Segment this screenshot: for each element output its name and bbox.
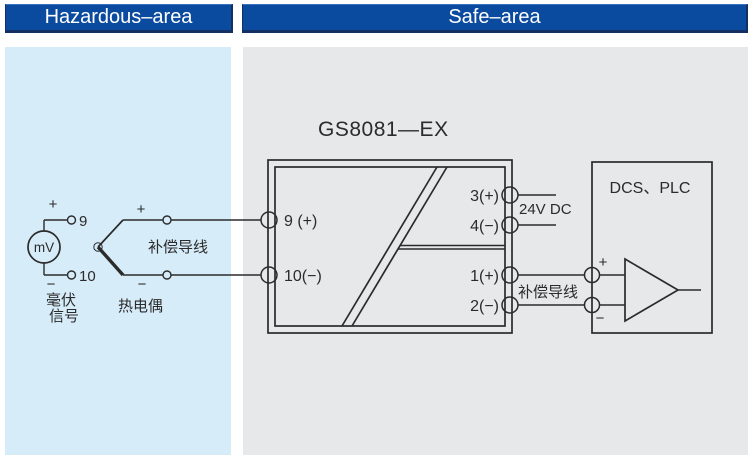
hazardous-area-header: Hazardous–area <box>5 4 233 33</box>
power-supply-label: 24V DC <box>519 201 572 218</box>
dcs-minus-sign: − <box>596 310 605 327</box>
thermocouple-minus-sign: − <box>138 276 147 293</box>
isolation-barrier-diagonal-1 <box>341 166 438 327</box>
mv-caption-line1: 毫伏 <box>46 291 76 309</box>
terminal-4-label: 4(−) <box>470 218 499 235</box>
terminal-9-label: 9 (+) <box>284 213 317 230</box>
dcs-minus-terminal-circle <box>583 296 601 314</box>
amplifier-triangle <box>624 257 680 323</box>
safe-area-panel <box>243 47 748 455</box>
safe-area-header: Safe–area <box>242 4 748 33</box>
dcs-plus-terminal-circle <box>583 266 601 284</box>
terminal-2-label: 2(−) <box>470 298 499 315</box>
isolator-outer-box <box>267 159 513 334</box>
mv-minus-sign: − <box>47 276 56 293</box>
compensation-wire-label-input: 补偿导线 <box>148 239 208 256</box>
dcs-plus-sign: + <box>599 254 608 271</box>
isolator-box: GS8081—EX 9 (+) 10(−) 3(+) 4(−) 1(+) 2(−… <box>260 118 519 334</box>
safe-area-title: Safe–area <box>448 6 541 28</box>
power-supply-wires: 24V DC <box>518 194 572 226</box>
hazardous-area-panel <box>5 47 231 455</box>
dcs-plc-box: DCS、PLC + − <box>583 161 713 334</box>
thermocouple-junction-dot <box>93 242 103 252</box>
thermocouple-caption: 热电偶 <box>118 298 163 315</box>
isolation-barrier-diagonal-2 <box>351 166 448 327</box>
terminal-10-circle <box>260 266 278 284</box>
mv-source-label: mV <box>34 240 54 255</box>
mv-plus-sign: + <box>49 196 58 213</box>
thermocouple-minus-leg <box>96 245 125 277</box>
thermocouple-symbol: + − 补偿导线 热电偶 <box>93 201 208 315</box>
hazardous-area-title: Hazardous–area <box>44 6 193 28</box>
compensation-wire-label-output: 补偿导线 <box>518 284 578 301</box>
thermocouple-minus-terminal-circle <box>162 270 172 280</box>
mv-source-symbol: mV + − 9 10 毫伏 信号 <box>27 196 96 325</box>
mv-terminal-10-label: 10 <box>79 268 96 285</box>
isolator-model-label: GS8081—EX <box>318 118 449 141</box>
mv-caption-line2: 信号 <box>49 308 79 325</box>
output-wires: 补偿导线 <box>518 274 584 306</box>
thermocouple-plus-leg <box>97 219 124 248</box>
isolator-inner-box <box>274 166 506 327</box>
thermocouple-plus-terminal-circle <box>162 215 172 225</box>
mv-terminal-9-label: 9 <box>79 213 87 230</box>
terminal-3-label: 3(+) <box>470 188 499 205</box>
mv-terminal-10-circle <box>66 270 77 280</box>
thermocouple-plus-sign: + <box>137 201 146 218</box>
dcs-plc-title: DCS、PLC <box>610 180 691 197</box>
dcs-plc-outline <box>591 161 713 334</box>
mv-terminal-9-circle <box>66 215 77 225</box>
terminal-9-circle <box>260 211 278 229</box>
terminal-10-label: 10(−) <box>284 268 322 285</box>
terminal-1-label: 1(+) <box>470 268 499 285</box>
